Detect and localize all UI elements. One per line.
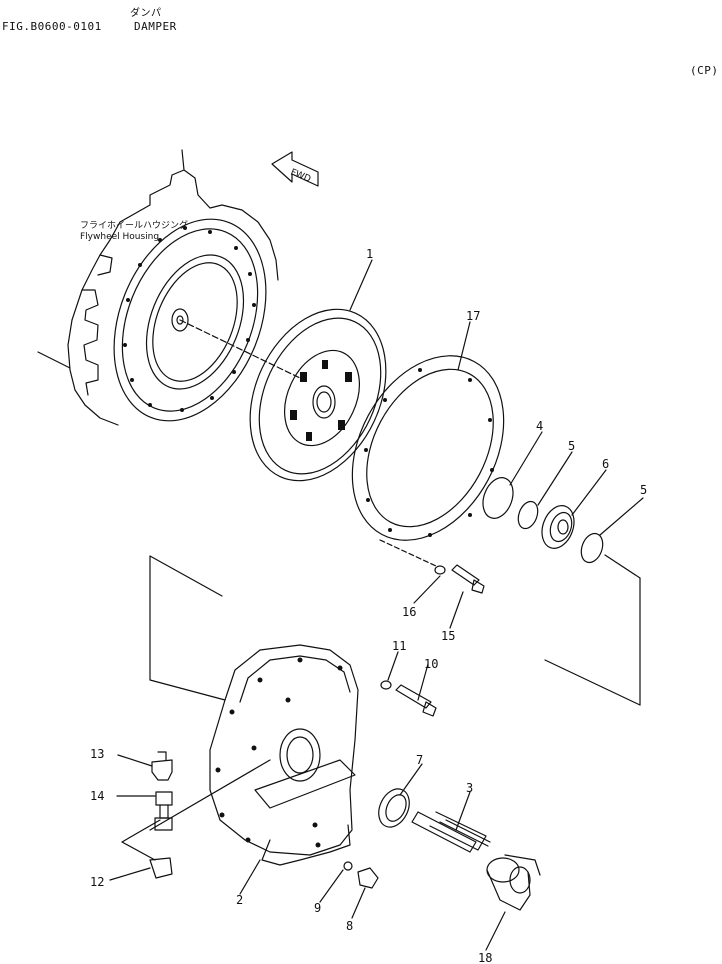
plug-8 <box>357 867 379 889</box>
callout-4: 4 <box>536 419 543 433</box>
housing-label-english: Flywheel Housing <box>80 232 159 242</box>
bolt-15 <box>451 564 485 594</box>
callout-3: 3 <box>466 781 473 795</box>
washer-11 <box>380 680 392 690</box>
oil-seal-7 <box>378 788 410 828</box>
cap-13 <box>151 751 173 781</box>
callout-5b: 5 <box>640 483 647 497</box>
bolt-10 <box>395 684 437 717</box>
circlip-4 <box>482 477 514 519</box>
stud-14 <box>154 791 173 831</box>
callout-2: 2 <box>236 893 243 907</box>
callout-16: 16 <box>402 605 416 619</box>
callout-1: 1 <box>366 247 373 261</box>
circlip-5a <box>517 500 539 530</box>
callout-9: 9 <box>314 901 321 915</box>
callout-11: 11 <box>392 639 406 653</box>
damper-disc <box>249 308 387 482</box>
figure-code: FIG.B0600-0101 <box>2 20 102 33</box>
flywheel-housing <box>37 149 301 426</box>
callout-10: 10 <box>424 657 438 671</box>
callout-14: 14 <box>90 789 104 803</box>
washer-16 <box>434 565 446 575</box>
yoke-18 <box>486 854 541 911</box>
cp-mark: (CP) <box>690 64 719 77</box>
circlip-5b <box>580 532 604 564</box>
leader-lines <box>109 259 644 951</box>
callout-17: 17 <box>466 309 480 323</box>
callout-5a: 5 <box>568 439 575 453</box>
callout-15: 15 <box>441 629 455 643</box>
fwd-arrow: FWD <box>271 151 319 187</box>
housing-label-japanese: フライホイールハウジング <box>80 219 188 231</box>
ring-plate <box>351 355 505 541</box>
figure-title: DAMPER <box>134 20 177 33</box>
damper-housing <box>209 644 359 866</box>
spline-shaft-3 <box>411 811 491 853</box>
callout-8: 8 <box>346 919 353 933</box>
callout-12: 12 <box>90 875 104 889</box>
callout-7: 7 <box>416 753 423 767</box>
o-ring-9 <box>343 861 353 871</box>
fitting-12 <box>149 857 173 879</box>
callout-6: 6 <box>602 457 609 471</box>
callout-18: 18 <box>478 951 492 964</box>
figure-title-japanese: ダンパ <box>130 8 162 19</box>
bearing-6 <box>541 505 575 549</box>
callout-13: 13 <box>90 747 104 761</box>
callout-numbers: 1 17 4 5 6 5 16 15 11 10 13 14 7 3 12 2 … <box>90 247 647 964</box>
